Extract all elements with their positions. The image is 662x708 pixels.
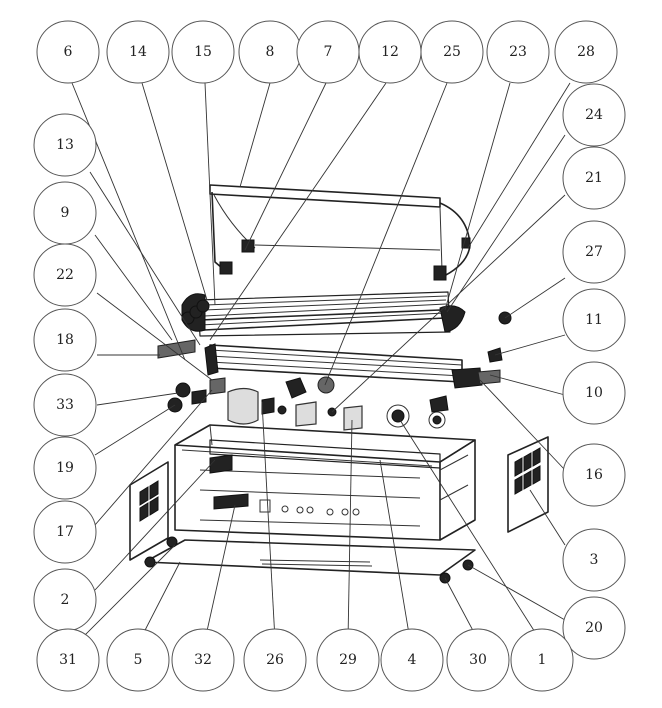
callout-label: 20 (585, 620, 603, 636)
control-components (285, 311, 512, 431)
callout-16: 16 (562, 443, 626, 507)
callout-7: 7 (296, 20, 360, 84)
callout-label: 13 (56, 137, 74, 153)
callout-4: 4 (380, 628, 444, 692)
callout-21: 21 (562, 146, 626, 210)
callout-label: 4 (408, 652, 417, 668)
callout-27: 27 (562, 220, 626, 284)
callout-24: 24 (562, 83, 626, 147)
callout-5: 5 (106, 628, 170, 692)
callout-label: 31 (59, 652, 77, 668)
left-drive-components (167, 377, 287, 425)
callout-label: 7 (324, 44, 333, 60)
callout-11: 11 (562, 288, 626, 352)
callout-26: 26 (243, 628, 307, 692)
callout-23: 23 (486, 20, 550, 84)
callout-17: 17 (33, 500, 97, 564)
callout-10: 10 (562, 361, 626, 425)
callout-22: 22 (33, 243, 97, 307)
callout-label: 14 (129, 44, 147, 60)
left-side-panel (129, 461, 169, 561)
callout-label: 11 (585, 312, 603, 328)
callout-33: 33 (33, 373, 97, 437)
callout-label: 5 (134, 652, 143, 668)
callout-label: 18 (56, 332, 74, 348)
base-plate (144, 536, 476, 584)
upper-roller-rack (181, 291, 466, 337)
callout-1: 1 (510, 628, 574, 692)
callout-label: 3 (590, 552, 599, 568)
callout-19: 19 (33, 436, 97, 500)
callout-14: 14 (106, 20, 170, 84)
callout-12: 12 (358, 20, 422, 84)
callout-8: 8 (238, 20, 302, 84)
main-housing (174, 424, 476, 541)
callout-28: 28 (554, 20, 618, 84)
callout-6: 6 (36, 20, 100, 84)
callout-15: 15 (171, 20, 235, 84)
callout-label: 24 (585, 107, 603, 123)
callout-label: 10 (585, 385, 603, 401)
callout-32: 32 (171, 628, 235, 692)
callouts: 6 14 15 8 7 12 25 23 (33, 20, 626, 692)
callout-label: 30 (469, 652, 487, 668)
callout-label: 32 (194, 652, 212, 668)
callout-label: 15 (194, 44, 212, 60)
callout-9: 9 (33, 181, 97, 245)
callout-18: 18 (33, 308, 97, 372)
callout-3: 3 (562, 528, 626, 592)
callout-label: 8 (266, 44, 275, 60)
callout-30: 30 (446, 628, 510, 692)
callout-label: 1 (538, 652, 547, 668)
callout-29: 29 (316, 628, 380, 692)
callout-label: 2 (61, 592, 70, 608)
right-side-panel (507, 436, 549, 533)
callout-label: 19 (56, 460, 74, 476)
callout-label: 9 (61, 205, 70, 221)
callout-label: 26 (266, 652, 284, 668)
callout-31: 31 (36, 628, 100, 692)
callout-label: 22 (56, 267, 74, 283)
callout-13: 13 (33, 113, 97, 177)
canopy-frame (209, 184, 471, 281)
callout-label: 27 (585, 244, 603, 260)
callout-label: 25 (443, 44, 461, 60)
callout-20: 20 (562, 596, 626, 660)
parts-drawing (129, 184, 549, 584)
lower-roller-rack (157, 339, 503, 389)
callout-label: 16 (585, 467, 603, 483)
callout-label: 33 (56, 397, 74, 413)
callout-label: 6 (64, 44, 73, 60)
callout-label: 29 (339, 652, 357, 668)
callout-label: 28 (577, 44, 595, 60)
callout-2: 2 (33, 568, 97, 632)
callout-label: 21 (585, 170, 603, 186)
callout-label: 17 (56, 524, 74, 540)
callout-25: 25 (420, 20, 484, 84)
callout-label: 23 (509, 44, 527, 60)
callout-label: 12 (381, 44, 399, 60)
